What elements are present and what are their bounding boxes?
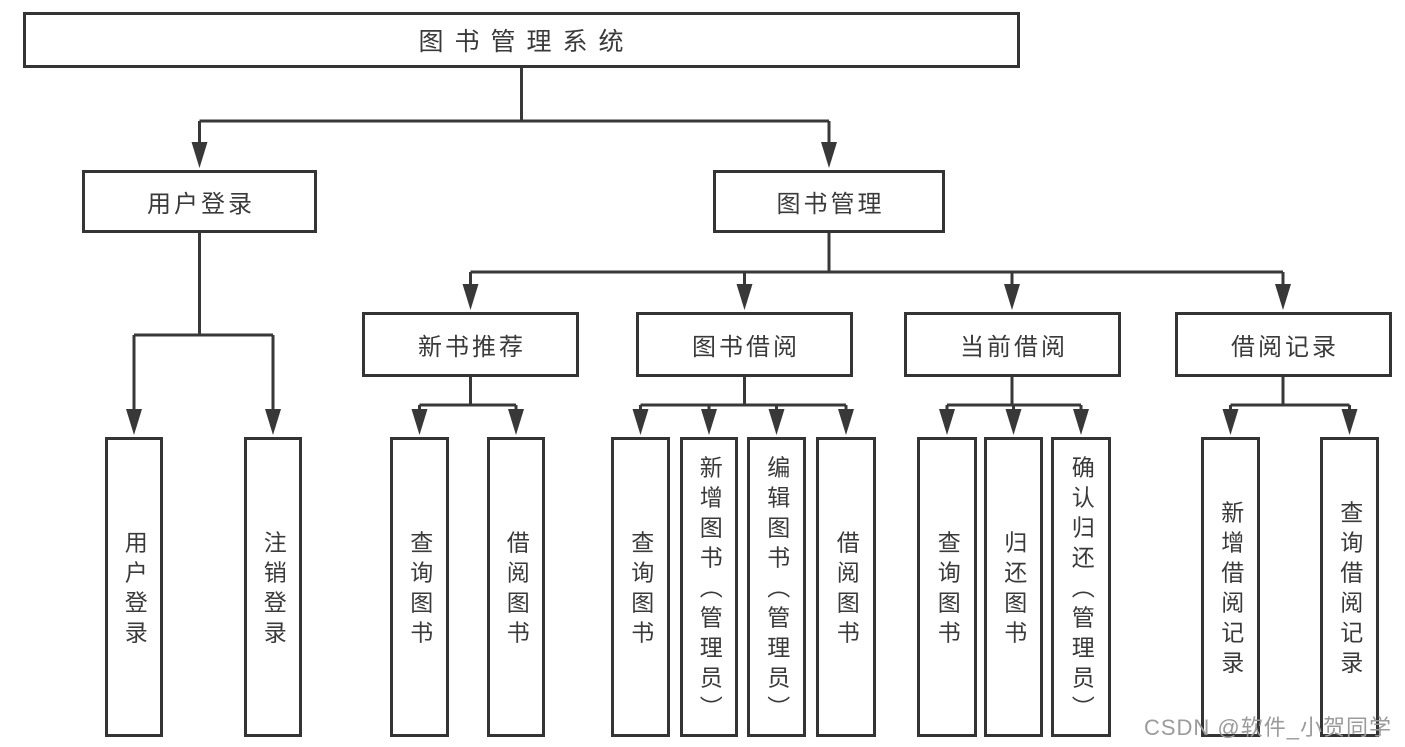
- leaf-label: 新增图书（管理员）: [696, 455, 723, 726]
- node-current-borrowing: 当前借阅: [904, 312, 1121, 377]
- leaf-label: 确认归还（管理员）: [1068, 455, 1095, 726]
- node-leaf-borrow-books-1: 借阅图书: [487, 437, 545, 737]
- node-user-login-label: 用户登录: [147, 191, 255, 218]
- leaf-label: 新增借阅记录: [1217, 500, 1244, 681]
- node-new-book-recommend: 新书推荐: [362, 312, 579, 377]
- node-new-book-recommend-label: 新书推荐: [418, 334, 526, 361]
- leaf-label: 注销登录: [260, 530, 287, 651]
- node-library-system: 图书管理系统: [23, 12, 1020, 68]
- leaf-label: 借阅图书: [503, 530, 530, 651]
- node-book-management-label: 图书管理: [776, 191, 885, 218]
- node-borrowing-records: 借阅记录: [1175, 312, 1392, 377]
- node-book-management: 图书管理: [713, 170, 945, 233]
- leaf-label: 查询借阅记录: [1336, 500, 1363, 681]
- node-library-system-label: 图书管理系统: [418, 28, 635, 56]
- node-leaf-add-borrow-record: 新增借阅记录: [1201, 437, 1260, 737]
- node-leaf-return-books: 归还图书: [984, 437, 1043, 737]
- node-leaf-query-borrow-record: 查询借阅记录: [1320, 437, 1379, 737]
- node-leaf-user-login: 用户登录: [105, 437, 163, 737]
- leaf-label: 用户登录: [121, 530, 148, 651]
- node-book-borrowing-label: 图书借阅: [692, 334, 800, 361]
- leaf-label: 查询图书: [934, 530, 961, 651]
- leaf-label: 查询图书: [627, 530, 654, 651]
- leaf-label: 编辑图书（管理员）: [763, 455, 790, 726]
- leaf-label: 查询图书: [406, 530, 433, 651]
- csdn-watermark: CSDN @软件_小贺同学: [1143, 715, 1392, 740]
- node-leaf-logout: 注销登录: [244, 437, 302, 737]
- node-leaf-confirm-return-admin: 确认归还（管理员）: [1051, 437, 1111, 737]
- node-current-borrowing-label: 当前借阅: [960, 334, 1068, 361]
- leaf-label: 归还图书: [1000, 530, 1027, 651]
- node-leaf-query-books-1: 查询图书: [390, 437, 449, 737]
- node-leaf-edit-books-admin: 编辑图书（管理员）: [747, 437, 806, 737]
- leaf-label: 借阅图书: [833, 530, 860, 651]
- node-borrowing-records-label: 借阅记录: [1231, 334, 1339, 361]
- node-user-login: 用户登录: [82, 170, 317, 233]
- node-leaf-query-books-3: 查询图书: [917, 437, 977, 737]
- node-leaf-borrow-books-2: 借阅图书: [816, 437, 876, 737]
- node-leaf-query-books-2: 查询图书: [611, 437, 670, 737]
- node-leaf-add-books-admin: 新增图书（管理员）: [680, 437, 738, 737]
- node-book-borrowing: 图书借阅: [636, 312, 853, 377]
